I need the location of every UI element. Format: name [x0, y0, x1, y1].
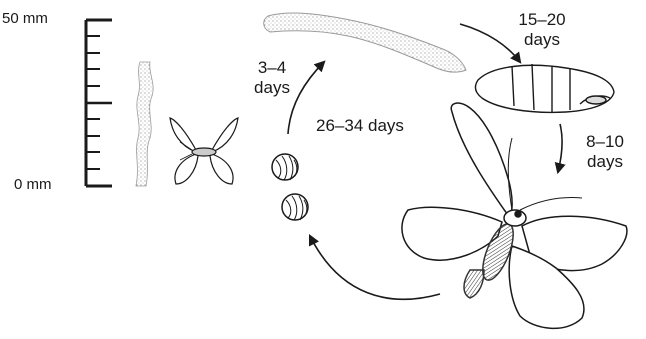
egg-to-larva-duration: 3–4 days — [252, 58, 292, 98]
arrow-larva-to-pupa — [460, 24, 520, 62]
mm-scale-ruler — [86, 20, 112, 186]
arrow-pupa-to-adult — [558, 124, 562, 172]
pupa-to-adult-duration: 8–10 days — [578, 132, 632, 172]
scale-larva — [136, 62, 153, 186]
scale-bottom-label: 0 mm — [14, 176, 52, 193]
scale-moth — [170, 118, 238, 184]
scale-top-label: 50 mm — [2, 10, 48, 27]
larva-stage — [264, 13, 466, 72]
pupa-stage — [475, 64, 614, 112]
total-cycle-duration: 26–34 days — [316, 116, 404, 136]
egg-stage — [272, 154, 308, 220]
larva-to-pupa-duration: 15–20 days — [512, 10, 572, 50]
